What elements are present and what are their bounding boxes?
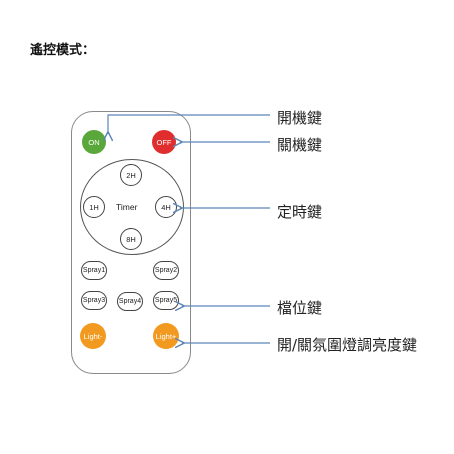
spray2-button[interactable]: Spray2	[153, 261, 179, 280]
timer-8h-button[interactable]: 8H	[120, 228, 142, 250]
callout-light-label: 開/關氛圍燈調亮度鍵	[277, 336, 418, 354]
timer-dial	[80, 159, 184, 255]
callout-spray-label: 檔位鍵	[277, 299, 323, 317]
spray5-button[interactable]: Spray5	[153, 291, 179, 310]
off-button[interactable]: OFF	[152, 130, 176, 154]
callout-timer-label: 定時鍵	[277, 203, 323, 221]
spray4-button[interactable]: Spray4	[117, 292, 143, 311]
on-button[interactable]: ON	[82, 130, 106, 154]
timer-1h-button[interactable]: 1H	[83, 196, 105, 218]
page-title: 遙控模式：	[30, 43, 96, 58]
light-minus-button[interactable]: Light-	[80, 323, 106, 349]
spray1-button[interactable]: Spray1	[81, 261, 107, 280]
spray3-button[interactable]: Spray3	[81, 291, 107, 310]
timer-2h-button[interactable]: 2H	[120, 164, 142, 186]
callout-on-label: 開機鍵	[277, 109, 323, 127]
timer-label: Timer	[116, 202, 138, 212]
light-plus-button[interactable]: Light+	[153, 323, 179, 349]
arrow-on	[108, 114, 270, 134]
callout-off-label: 關機鍵	[277, 136, 323, 154]
